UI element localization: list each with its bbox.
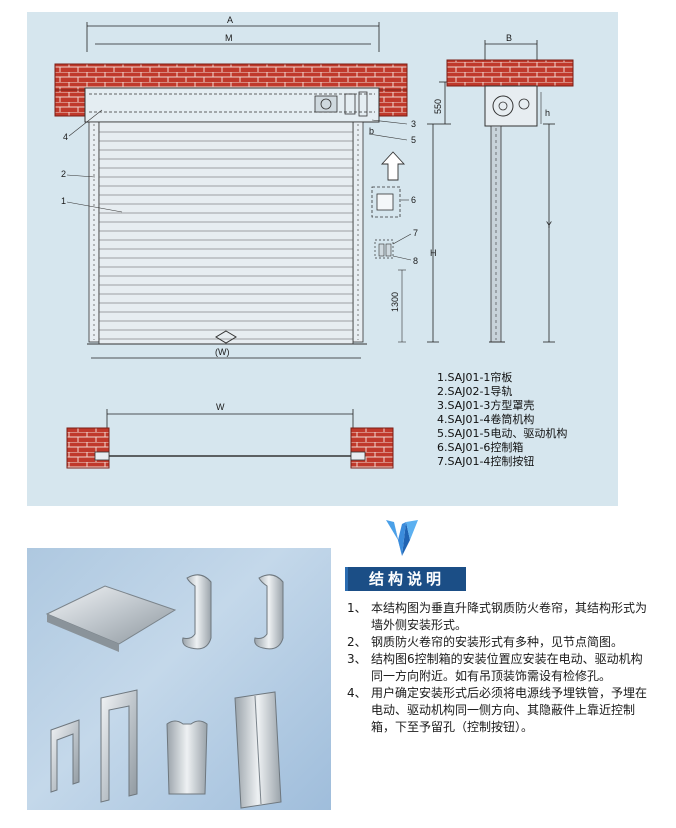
legend-item: 7.SAJ01-4控制按钮: [437, 455, 535, 468]
legend-item: 5.SAJ01-5电动、驱动机构: [437, 427, 568, 440]
u-channel-small: [50, 719, 80, 793]
dim-a-label: A: [227, 15, 233, 25]
note-text: 结构图6控制箱的安装位置应安装在电动、驱动机构同一方向附近。如有吊顶装饰需设有检…: [371, 652, 643, 683]
control-box: [376, 193, 394, 211]
brick-pier-right: [378, 89, 408, 117]
note-text: 钢质防火卷帘的安装形式有多种，见节点简图。: [371, 635, 624, 649]
legend-item: 3.SAJ01-3方型罩壳: [437, 399, 535, 412]
section-title-badge: 结构说明: [345, 567, 466, 591]
dim-h-label: H: [430, 248, 437, 258]
blue-facet-logo-icon: [386, 520, 418, 556]
dim-h-small: h: [545, 108, 550, 118]
steel-profiles-illustration: [45, 574, 284, 809]
dim-w-label: W: [216, 402, 225, 412]
note-text: 用户确定安装形式后必须将电源线予埋铁管，予埋在电动、驱动机构同一侧方向、其隐蔽件…: [371, 686, 648, 734]
callout-4: 4: [63, 132, 68, 142]
brick-pier-left: [54, 89, 86, 117]
note-text: 本结构图为垂直升降式钢质防火卷帘，其结构形式为墙外侧安装形式。: [371, 601, 648, 632]
callout-7: 7: [413, 228, 418, 238]
drum-roll: [492, 95, 514, 117]
handle-diamond: [215, 330, 237, 344]
callout-6: 6: [411, 195, 416, 205]
brick-plan-right: [350, 427, 394, 469]
note-item: 4、 用户确定安装形式后必须将电源线予埋铁管，予埋在电动、驱动机构同一侧方向、其…: [347, 685, 647, 736]
up-arrow-icon: [380, 151, 406, 181]
legend-item: 6.SAJ01-6控制箱: [437, 441, 524, 454]
legend-item: 2.SAJ02-1导轨: [437, 385, 513, 398]
notes-list: 1、 本结构图为垂直升降式钢质防火卷帘，其结构形式为墙外侧安装形式。 2、 钢质…: [347, 600, 647, 736]
control-box-frame: [371, 186, 401, 218]
u-channel-large: [100, 689, 138, 803]
note-number: 1、: [347, 601, 367, 615]
s-hook-profile-2: [254, 574, 284, 650]
dim-y-label: Y: [546, 220, 552, 230]
brick-plan-left: [66, 427, 110, 469]
note-number: 3、: [347, 652, 367, 666]
section-title: 结构说明: [368, 570, 445, 588]
parts-legend: 1.SAJ01-1帘板 2.SAJ02-1导轨 3.SAJ01-3方型罩壳 4.…: [437, 371, 617, 469]
callout-2: 2: [61, 169, 66, 179]
motor: [314, 95, 338, 113]
note-item: 1、 本结构图为垂直升降式钢质防火卷帘，其结构形式为墙外侧安装形式。: [347, 600, 647, 634]
dim-b-small-front: b: [369, 126, 374, 136]
dim-w-paren-label: (W): [215, 347, 230, 357]
drawing-panel: A M (W): [27, 12, 618, 506]
brick-lintel-side: [446, 59, 574, 87]
dimension-h: [427, 123, 439, 343]
callout-1: 1: [61, 196, 66, 206]
dimension-b: [484, 40, 538, 60]
structure-drawing: A M (W): [54, 15, 574, 469]
dim-1300-label: 1300: [390, 292, 400, 312]
profiles-photo: [27, 548, 331, 810]
s-hook-profile-1: [182, 574, 212, 650]
flat-slat-profile: [45, 585, 177, 645]
legend-item: 1.SAJ01-1帘板: [437, 371, 513, 384]
legend-item: 4.SAJ01-4卷筒机构: [437, 413, 535, 426]
dimension-y: [543, 123, 555, 343]
note-item: 2、 钢质防火卷帘的安装形式有多种，见节点简图。: [347, 634, 647, 651]
callout-leaders: [66, 109, 408, 213]
callout-3: 3: [411, 119, 416, 129]
curtain-slats: [98, 121, 354, 345]
dim-b-label: B: [506, 33, 512, 43]
dimension-a: [86, 22, 380, 52]
brick-lintel-front: [54, 63, 408, 91]
dim-m-label: M: [225, 33, 233, 43]
note-number: 2、: [347, 635, 367, 649]
note-number: 4、: [347, 686, 367, 700]
dimension-w: [106, 409, 354, 452]
callout-8: 8: [413, 256, 418, 266]
guide-rail-profile: [166, 720, 208, 795]
control-button-icon: [378, 243, 385, 257]
dim-550-label: 550: [433, 99, 443, 114]
callout-5: 5: [411, 135, 416, 145]
note-item: 3、 结构图6控制箱的安装位置应安装在电动、驱动机构同一方向附近。如有吊顶装饰需…: [347, 651, 647, 685]
